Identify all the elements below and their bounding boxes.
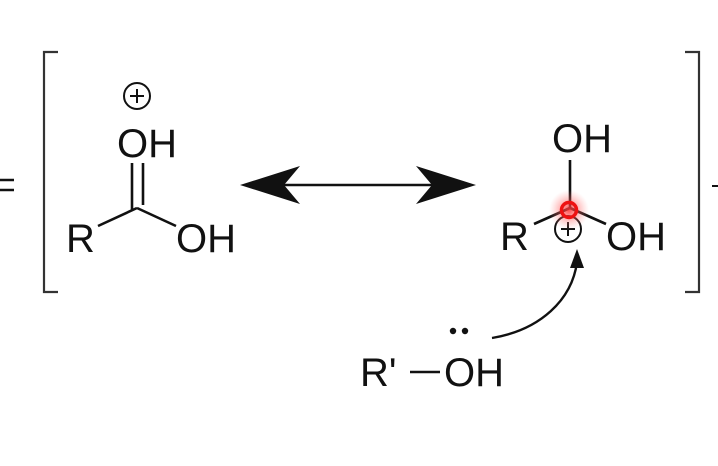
- nucleophile-r-prime-label: R': [360, 351, 397, 395]
- right-oh-top-label: OH: [552, 117, 612, 161]
- left-structure: OH R OH: [66, 82, 236, 261]
- nucleophile: R' OH: [360, 327, 504, 395]
- left-oh-right-label: OH: [176, 217, 236, 261]
- right-oh-right-label: OH: [606, 215, 666, 259]
- left-r-label: R: [66, 217, 95, 261]
- lone-pair-icon: [449, 327, 469, 335]
- left-oh-top-label: OH: [117, 122, 177, 166]
- resonance-arrow: [240, 166, 476, 204]
- mechanism-curved-arrow: [491, 249, 584, 340]
- left-edge-arrow-fragment: [0, 178, 14, 192]
- right-structure: OH R OH: [500, 117, 666, 259]
- highlight-dot-icon: [549, 190, 589, 230]
- left-bond-c-oh: [136, 206, 177, 228]
- right-r-label: R: [500, 215, 529, 259]
- left-bracket: [42, 50, 58, 294]
- positive-charge-icon: [123, 82, 151, 110]
- right-bracket: [685, 50, 701, 294]
- left-bond-r-c: [97, 206, 138, 228]
- nucleophile-oh-label: OH: [444, 351, 504, 395]
